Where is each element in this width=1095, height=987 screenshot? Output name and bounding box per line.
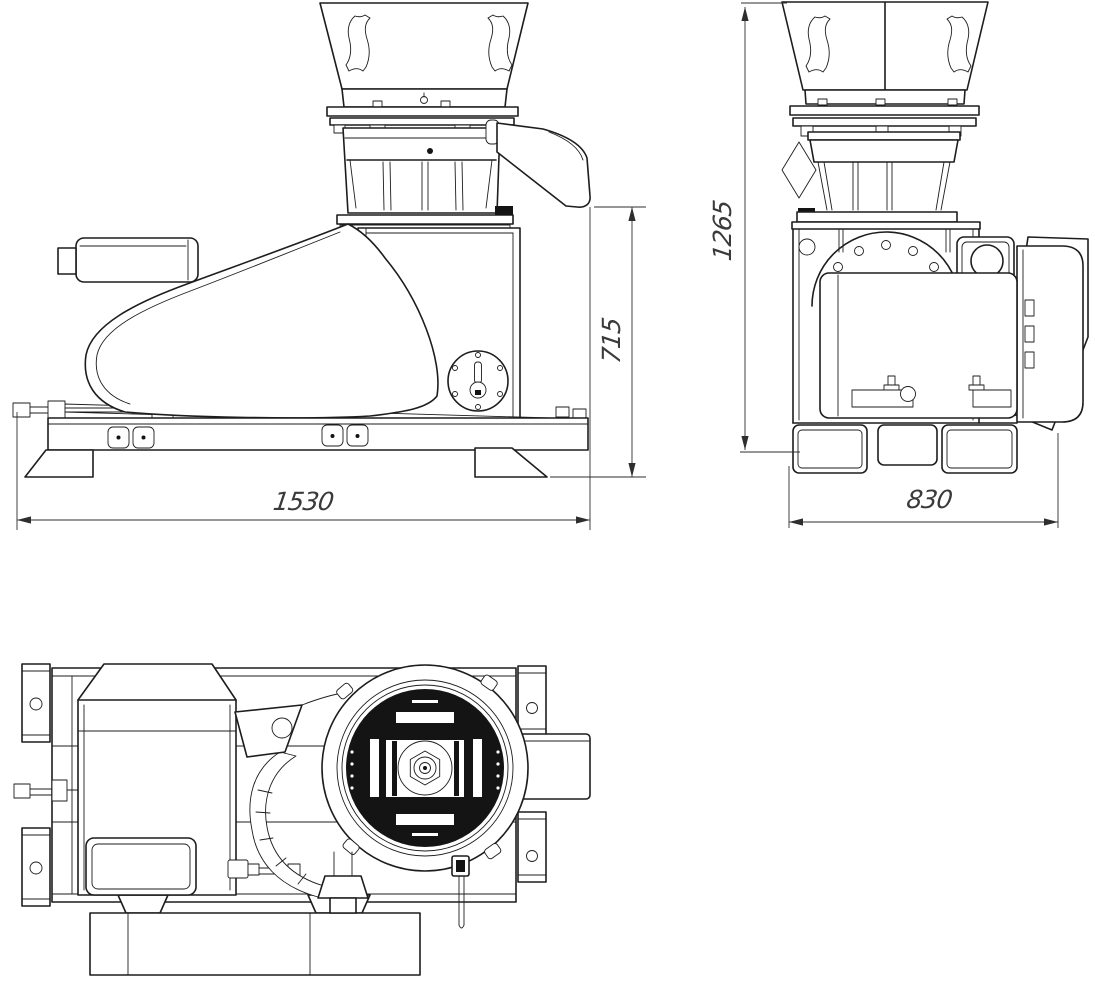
inlet-spout	[781, 141, 817, 199]
side-view: 1530 715	[12, 2, 646, 530]
side-belt-guard	[84, 223, 439, 419]
front-view: 1265 830	[708, 1, 1089, 528]
side-die-housing	[336, 127, 514, 232]
side-base	[24, 417, 589, 478]
tensioner-bolt	[12, 402, 31, 418]
die-lug	[480, 674, 498, 691]
front-feet	[792, 422, 1018, 474]
front-flange	[789, 98, 980, 137]
rear-foot	[877, 424, 938, 466]
front-hopper	[781, 1, 989, 105]
dim-overall-height: 1265	[708, 199, 737, 263]
top-motor	[77, 663, 237, 896]
dim-base-width: 830	[905, 485, 954, 514]
base-bracket	[107, 424, 369, 449]
guard-bracket	[234, 704, 303, 758]
dim-housing-height: 715	[597, 316, 626, 365]
front-motor	[819, 245, 1084, 423]
top-view	[13, 663, 591, 976]
side-hopper	[319, 2, 529, 108]
cover-handle	[474, 361, 482, 384]
left-foot	[24, 449, 94, 478]
right-foot	[474, 447, 548, 478]
top-belt-guard	[234, 691, 349, 898]
inspection-cover	[447, 350, 509, 412]
front-dimensions: 1265 830	[708, 2, 1059, 528]
side-motor	[57, 237, 199, 283]
top-mounting-plates	[21, 663, 547, 907]
die-lug	[484, 843, 502, 860]
top-tensioner-left	[13, 779, 79, 802]
die-lug	[342, 838, 360, 855]
top-die-support	[317, 851, 369, 914]
side-discharge-chute	[485, 119, 591, 208]
die-lug	[336, 682, 354, 700]
top-cover-handle	[451, 855, 470, 929]
top-base-plate	[89, 894, 421, 976]
seal-block	[495, 206, 513, 215]
die-center-hub	[397, 740, 453, 796]
side-dimensions: 1530 715	[16, 206, 646, 530]
top-die-assembly	[321, 664, 529, 872]
front-die-section	[781, 131, 961, 229]
dim-overall-length: 1530	[271, 487, 335, 516]
